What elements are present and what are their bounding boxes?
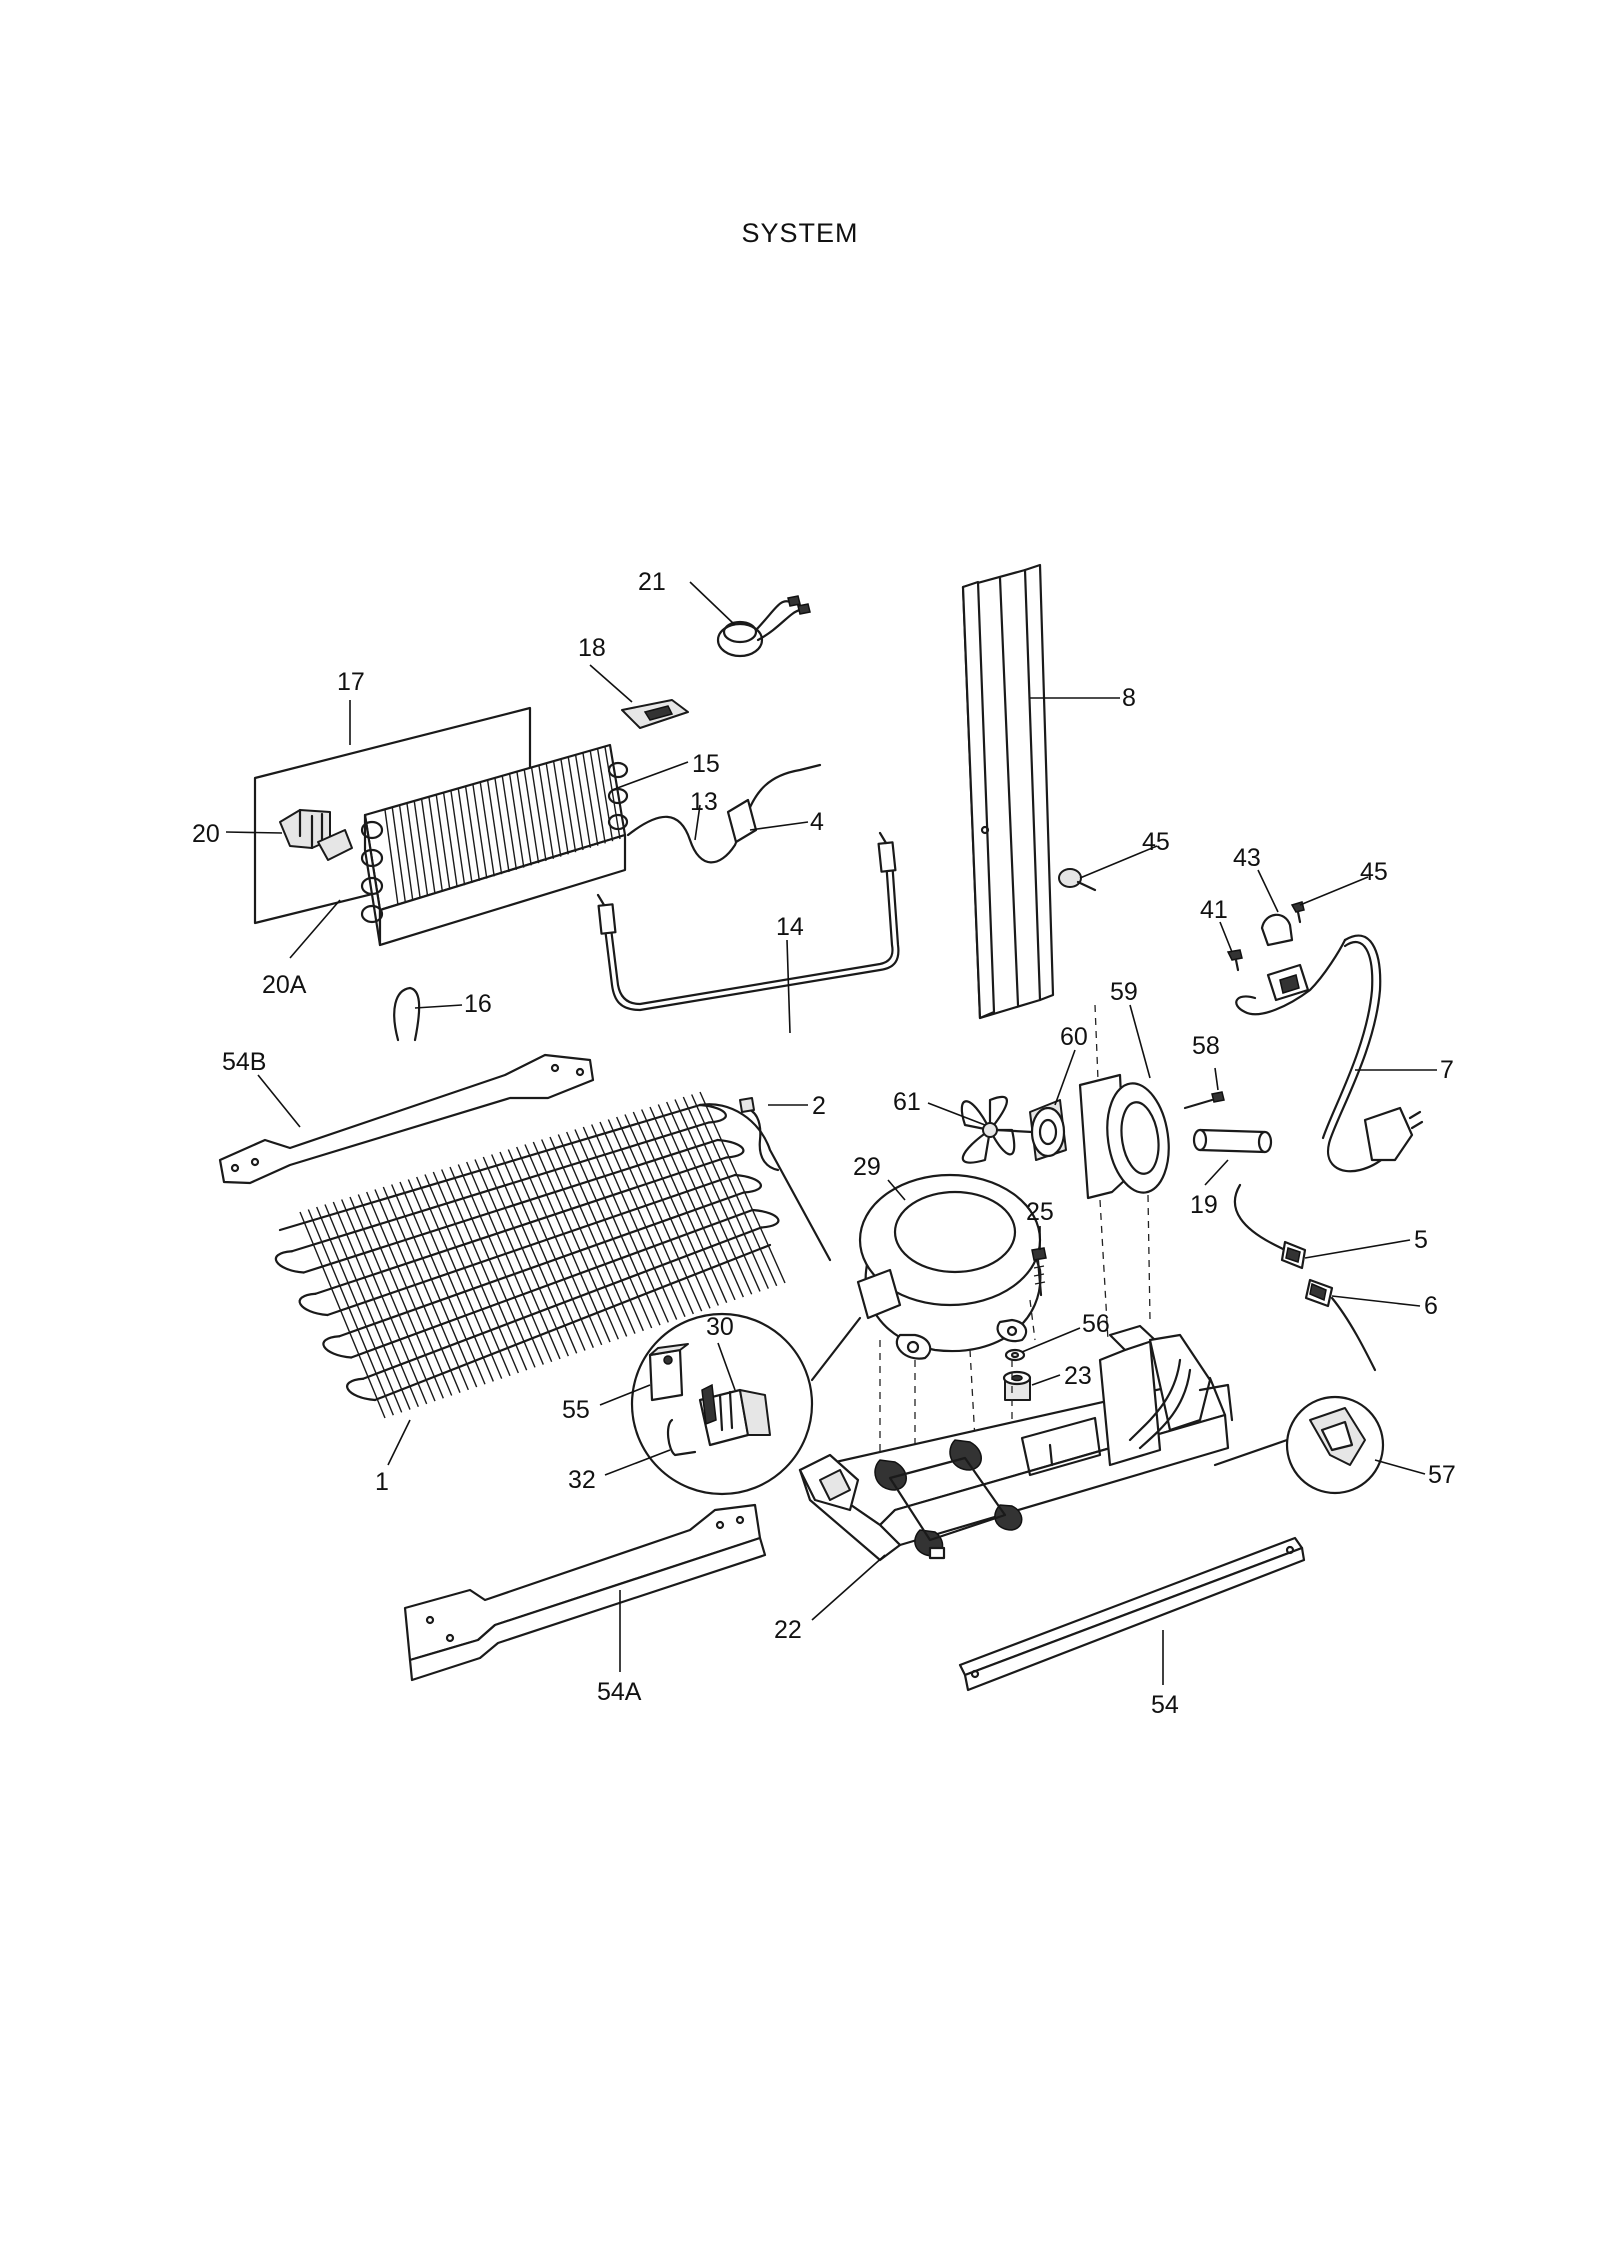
callout-57: 57: [1428, 1461, 1456, 1489]
callout-5: 5: [1414, 1226, 1428, 1254]
callout-16: 16: [464, 990, 492, 1018]
callout-23: 23: [1064, 1362, 1092, 1390]
part-43-clamp: [1260, 913, 1294, 947]
part-4-drier: [726, 798, 758, 844]
callout-1: 1: [375, 1468, 389, 1496]
part-22-base-tray: [798, 1324, 1234, 1562]
part-6-connector: [1304, 1278, 1377, 1372]
callout-61: 61: [893, 1088, 921, 1116]
callout-29: 29: [853, 1153, 881, 1181]
callout-45: 45: [1142, 828, 1170, 856]
part-57-clip: [1309, 1407, 1366, 1466]
callout-17: 17: [337, 668, 365, 696]
diagram-title: SYSTEM: [741, 218, 859, 248]
part-14-tube: [596, 831, 900, 1012]
callout-25: 25: [1026, 1198, 1054, 1226]
clip-detail-inset: [1213, 1395, 1385, 1495]
callout-54B: 54B: [222, 1048, 266, 1076]
part-45-screw: [1058, 868, 1097, 892]
callout-labels: 21 18 17 15 13 4 20 20A 14 16 54B 2 8 45…: [192, 568, 1456, 1719]
part-25-bolt: [1031, 1247, 1047, 1297]
callout-30: 30: [706, 1313, 734, 1341]
part-2-clip: [739, 1097, 780, 1172]
part-54A-brace: [403, 1503, 767, 1682]
part-32-clip: [666, 1418, 697, 1457]
part-54B-brace: [218, 1053, 595, 1185]
callout-60: 60: [1060, 1023, 1088, 1051]
part-5-connector: [1233, 1183, 1307, 1270]
part-61-fan-blade: [960, 1095, 1034, 1164]
part-56-washer: [1004, 1348, 1026, 1362]
callout-54: 54: [1151, 1691, 1179, 1719]
callout-6: 6: [1424, 1292, 1438, 1320]
callout-15: 15: [692, 750, 720, 778]
callout-14: 14: [776, 913, 804, 941]
part-55-overload: [648, 1343, 689, 1402]
callout-leaders: [225, 581, 1437, 1685]
callout-22: 22: [774, 1616, 802, 1644]
part-7-power-cord: [1235, 934, 1424, 1173]
part-13-capillary-tube: [626, 763, 822, 864]
part-30-relay: [698, 1383, 771, 1447]
part-45-screw-right: [1290, 901, 1305, 924]
part-1-condenser: [274, 1091, 832, 1419]
part-16-clip: [393, 986, 421, 1042]
part-41-screw: [1226, 949, 1243, 972]
callout-59: 59: [1110, 978, 1138, 1006]
part-29-compressor: [856, 1173, 1042, 1360]
callout-41: 41: [1200, 896, 1228, 924]
callout-43: 43: [1233, 844, 1261, 872]
part-20-bracket: [279, 808, 353, 861]
part-58-screw: [1183, 1091, 1225, 1110]
part-18-clip: [621, 699, 689, 729]
part-23-grommet: [1002, 1370, 1032, 1401]
callout-13: 13: [690, 788, 718, 816]
callout-45-right: 45: [1360, 858, 1388, 886]
callout-20: 20: [192, 820, 220, 848]
callout-56: 56: [1082, 1310, 1110, 1338]
callout-21: 21: [638, 568, 666, 596]
callout-4: 4: [810, 808, 824, 836]
part-21-sensor: [716, 595, 811, 658]
callout-20A: 20A: [262, 971, 307, 999]
callout-7: 7: [1440, 1056, 1454, 1084]
callout-54A: 54A: [597, 1678, 642, 1706]
part-59-fan-shroud: [1078, 1073, 1170, 1200]
part-19-tube: [1192, 1128, 1273, 1154]
callout-19: 19: [1190, 1191, 1218, 1219]
relay-detail-inset: [630, 1312, 862, 1496]
part-8-channel: [961, 563, 1055, 1020]
part-54-brace: [958, 1536, 1306, 1692]
part-15-evaporator: [360, 743, 629, 947]
part-60-fan-motor: [1029, 1099, 1067, 1161]
callout-8: 8: [1122, 684, 1136, 712]
callout-32: 32: [568, 1466, 596, 1494]
callout-58: 58: [1192, 1032, 1220, 1060]
callout-55: 55: [562, 1396, 590, 1424]
callout-2: 2: [812, 1092, 826, 1120]
callout-18: 18: [578, 634, 606, 662]
